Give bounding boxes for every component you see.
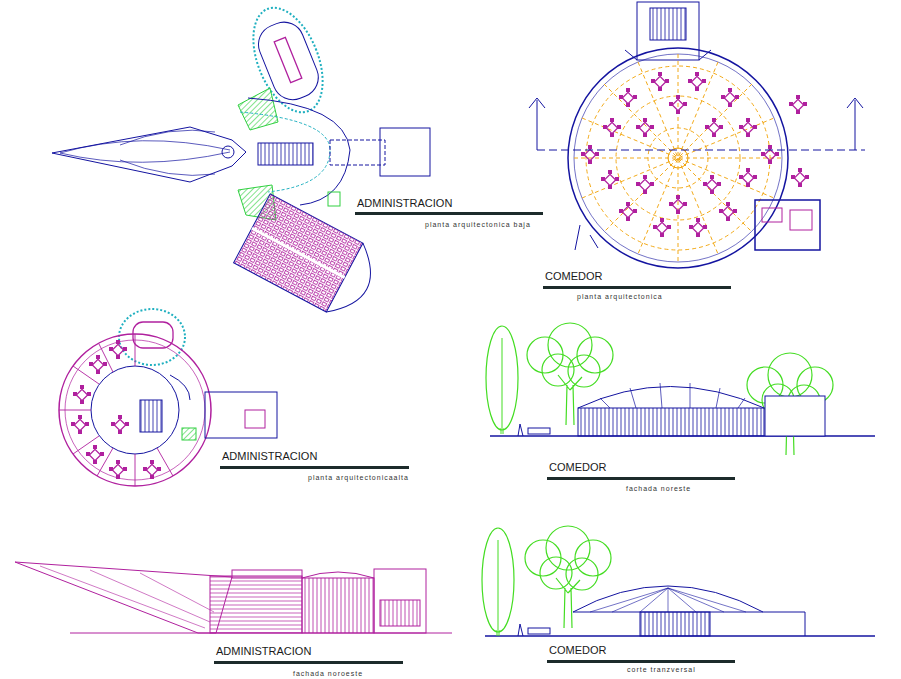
drawing-title: COMEDOR (545, 271, 602, 282)
drawing-subtitle: planta arquitectonica baja (425, 221, 531, 228)
drawing-title: COMEDOR (549, 645, 606, 656)
drawing-subtitle: planta arquitectonica (577, 293, 663, 300)
drawing-title: ADMINISTRACION (222, 451, 317, 462)
drawing-title: ADMINISTRACION (357, 198, 452, 209)
drawing-subtitle: fachada noreste (626, 485, 691, 492)
drawing-title: COMEDOR (549, 462, 606, 473)
drawing-title: ADMINISTRACION (216, 646, 311, 657)
drawing-subtitle: fachada noroeste (293, 670, 363, 677)
drawing-subtitle: corte tranzversal (627, 666, 696, 673)
drawing-subtitle: planta arquitectonicaalta (308, 474, 409, 481)
